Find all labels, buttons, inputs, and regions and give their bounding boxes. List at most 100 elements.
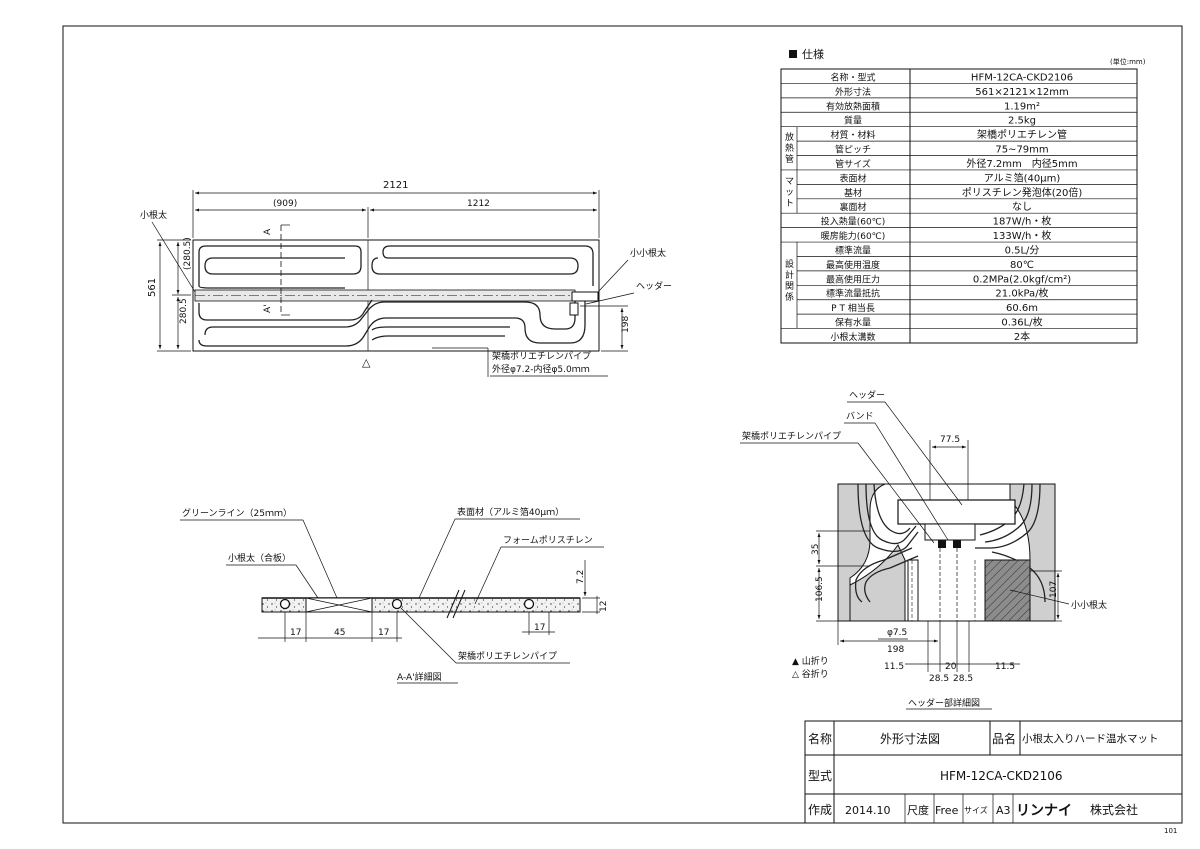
detail-label-band: バンド xyxy=(846,411,873,422)
dim-phi75: φ7.5 xyxy=(887,628,907,638)
section-label-konedai: 小根太（合板） xyxy=(228,552,291,564)
tb-model-label: 型式 xyxy=(808,769,832,783)
spec-row-label: 材質・材料 xyxy=(830,129,875,141)
section-label-surface: 表面材（アルミ箔40μｍ） xyxy=(457,506,564,518)
dim-half-top: (280.5) xyxy=(183,237,193,270)
spec-row-value: 1.19m² xyxy=(1004,101,1040,112)
tb-name-label: 名称 xyxy=(808,731,832,746)
spec-row-value: 2.5kg xyxy=(1008,116,1036,127)
spec-row-value: 75~79mm xyxy=(995,145,1048,156)
spec-row-value: 架橋ポリエチレン管 xyxy=(977,128,1067,141)
section-aa-detail: 17 45 17 17 7.2 12 グリーンライン（25ｍｍ） 小根太（合板）… xyxy=(180,506,609,684)
plan-view: A A' 2121 (909) 1212 561 (280.5) 280.5 1… xyxy=(140,180,672,377)
spec-row-value: なし xyxy=(1012,201,1032,213)
spec-group-mat: マット xyxy=(785,177,794,209)
section-pipe xyxy=(523,598,535,610)
spec-row-value: 2本 xyxy=(1014,330,1030,343)
spec-row-label: 標準流量 xyxy=(835,244,871,256)
company-suffix: 株式会社 xyxy=(1090,802,1138,817)
spec-row-label: 外形寸法 xyxy=(835,86,871,98)
tb-name-value: 外形寸法図 xyxy=(880,732,940,746)
label-konedai: 小根太 xyxy=(140,209,167,221)
spec-row-label: 小根太溝数 xyxy=(830,331,875,343)
dim-1065: 106.5 xyxy=(815,576,825,602)
spec-row-label: 有効放熱面積 xyxy=(826,100,880,112)
tb-scale-label: 尺度 xyxy=(907,803,929,817)
legend-mountain: ▲ 山折り xyxy=(792,655,829,667)
dim-115a: 11.5 xyxy=(884,662,904,672)
dim-285a: 28.5 xyxy=(929,674,949,684)
spec-unit-note: (単位:mm) xyxy=(1110,57,1146,66)
spec-row-value: 0.5L/分 xyxy=(1005,244,1040,256)
spec-group-houneki: 放熱管 xyxy=(785,131,794,165)
triangle-mark: △ xyxy=(362,356,371,369)
section-title: A-A'詳細図 xyxy=(397,671,442,683)
spec-row-value: 133W/h・枚 xyxy=(993,229,1052,242)
spec-row-value: 187W/h・枚 xyxy=(993,215,1052,228)
dim-right: 1212 xyxy=(467,199,490,209)
pipe-label-2: 外径φ7.2-内径φ5.0ｍｍ xyxy=(492,363,590,375)
spec-row-value: アルミ箔(40μm) xyxy=(984,171,1061,184)
dim-17b: 17 xyxy=(378,628,389,638)
detail-title: ヘッダー部詳細図 xyxy=(908,697,980,709)
section-mark-a-prime: A' xyxy=(263,304,273,313)
dim-72: 7.2 xyxy=(576,570,586,584)
dim-775: 77.5 xyxy=(940,435,960,445)
dim-20: 20 xyxy=(945,662,957,672)
dim-17c: 17 xyxy=(534,623,545,633)
pipe-label-1: 架橋ポリエチレンパイプ xyxy=(492,350,591,362)
spec-row-label: 最高使用温度 xyxy=(826,259,880,271)
dim-height: 561 xyxy=(147,278,158,297)
legend-valley: △ 谷折り xyxy=(792,668,829,680)
mat-outline xyxy=(192,239,600,352)
dim-35: 35 xyxy=(811,544,821,555)
dim-half-bottom: 280.5 xyxy=(179,298,189,324)
spec-row-label: 基材 xyxy=(844,187,862,199)
spec-row-label: 裏面材 xyxy=(839,201,866,213)
dim-115b: 11.5 xyxy=(995,662,1015,672)
spec-row-value: ポリスチレン発泡体(20倍) xyxy=(962,186,1083,199)
label-header: ヘッダー xyxy=(636,280,672,292)
label-shokonedai: 小小根太 xyxy=(630,247,666,259)
section-pipe xyxy=(279,598,291,610)
header-body xyxy=(897,499,1016,525)
spec-heading-marker xyxy=(789,50,797,58)
dim-45: 45 xyxy=(334,628,345,638)
spec-row-label: 質量 xyxy=(844,115,862,127)
spec-row-value: HFM-12CA-CKD2106 xyxy=(971,72,1073,83)
spec-row-label: 最高使用圧力 xyxy=(826,273,880,285)
tb-size-label: サイズ xyxy=(964,805,988,815)
spec-row-value: 80℃ xyxy=(1010,260,1034,271)
header-detail: 77.5 35 106.5 107 φ7.5 198 11.5 20 11.5 … xyxy=(740,389,1107,710)
dim-285b: 28.5 xyxy=(953,674,973,684)
dim-total: 2121 xyxy=(383,180,408,191)
spec-row-label: 表面材 xyxy=(839,172,866,184)
spec-row-label: 管ピッチ xyxy=(835,144,871,156)
company-logo: リンナイ xyxy=(1016,803,1072,819)
tb-made-label: 作成 xyxy=(808,803,832,817)
spec-row-label: 標準流量抵抗 xyxy=(826,288,880,300)
dim-12: 12 xyxy=(599,601,609,612)
detail-label-shokonedai: 小小根太 xyxy=(1071,599,1107,611)
section-mark-a: A xyxy=(263,228,273,235)
tb-scale-value: Free xyxy=(935,804,959,817)
spec-row-label: 管サイズ xyxy=(835,158,871,170)
spec-row-label: P T 相当長 xyxy=(831,302,875,314)
spec-row-label: 保有水量 xyxy=(835,317,871,329)
spec-row-value: 60.6m xyxy=(1006,303,1038,314)
dim-198: 198 xyxy=(621,316,631,333)
spec-row-value: 外径7.2mm 内径5mm xyxy=(966,157,1077,170)
pipe-loop xyxy=(198,245,362,289)
spec-row-value: 0.2MPa(2.0kgf/cm²) xyxy=(973,274,1071,285)
spec-row-label: 暖房能力(60℃) xyxy=(821,230,886,242)
tb-made-value: 2014.10 xyxy=(845,804,891,817)
title-block: 名称 外形寸法図 品名 小根太入りハード温水マット 型式 HFM-12CA-CK… xyxy=(804,720,1183,835)
tb-product-value: 小根太入りハード温水マット xyxy=(1022,732,1159,745)
tb-size-value: A3 xyxy=(996,804,1011,817)
section-label-green: グリーンライン（25ｍｍ） xyxy=(182,507,292,519)
sheet-number: 101 xyxy=(1164,827,1177,835)
section-label-foam: フォームポリスチレン xyxy=(503,535,593,546)
spec-row-label: 名称・型式 xyxy=(830,71,875,83)
